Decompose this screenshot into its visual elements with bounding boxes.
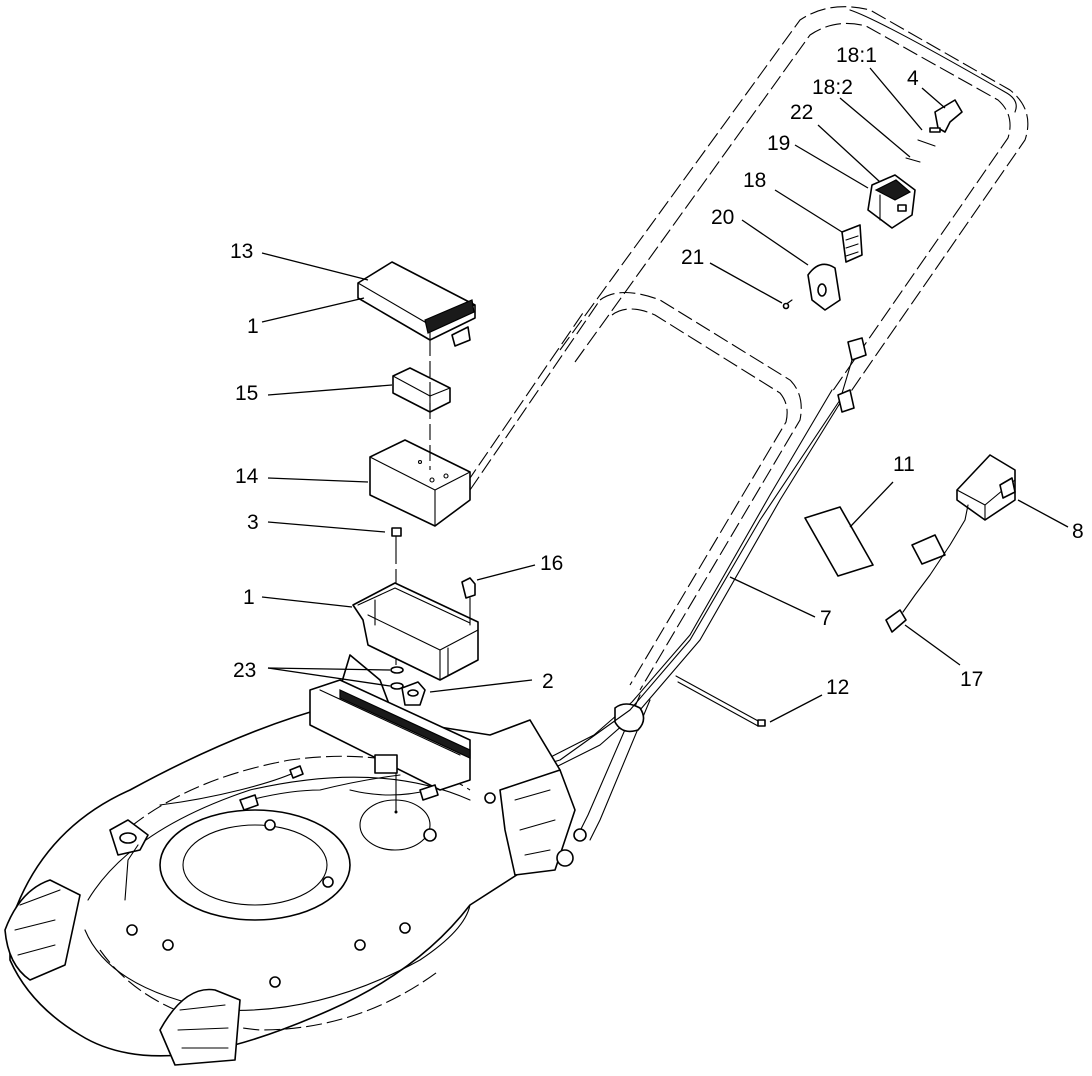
foam-pad[interactable] (392, 367, 451, 413)
callout-21: 21 (681, 246, 704, 269)
callout-16: 16 (540, 552, 563, 575)
callout-15: 15 (235, 382, 258, 405)
battery-charger[interactable] (902, 454, 1016, 613)
callout-12: 12 (826, 676, 849, 699)
callout-18-1: 18:1 (836, 44, 877, 67)
mounting-bracket[interactable] (401, 681, 426, 706)
upper-handle[interactable] (454, 6, 1029, 691)
callout-18: 18 (743, 169, 766, 192)
callout-19: 19 (767, 132, 790, 155)
callout-8: 8 (1072, 520, 1084, 543)
battery-cover[interactable] (357, 261, 476, 347)
callout-1-cover: 1 (247, 315, 259, 338)
callout-4: 4 (907, 67, 919, 90)
callout-3: 3 (247, 511, 259, 534)
battery[interactable] (369, 439, 471, 527)
switch-housing[interactable] (867, 174, 916, 229)
battery-tray[interactable] (352, 582, 479, 681)
callout-2: 2 (542, 670, 554, 693)
key[interactable] (929, 99, 963, 133)
callout-18-2: 18:2 (812, 76, 853, 99)
cable-clip (837, 389, 855, 413)
mower-deck[interactable] (4, 654, 587, 1066)
ignition-switch[interactable] (841, 224, 863, 263)
lower-handle[interactable] (534, 389, 846, 841)
callout-13: 13 (230, 240, 253, 263)
retainer-clip[interactable] (461, 577, 476, 626)
cable-tie[interactable] (675, 675, 766, 727)
callout-labels: 13 1 15 14 3 1 23 2 16 7 11 8 17 12 18:1… (230, 44, 1084, 699)
callout-7: 7 (820, 607, 832, 630)
washers[interactable] (390, 666, 404, 690)
cable-connector (847, 337, 867, 361)
decal[interactable] (804, 506, 946, 577)
callout-17: 17 (960, 668, 983, 691)
callout-20: 20 (711, 206, 734, 229)
callout-23: 23 (233, 659, 256, 682)
key-washer[interactable] (905, 157, 921, 163)
callout-14: 14 (235, 465, 259, 488)
key-spring[interactable] (917, 139, 936, 147)
callout-22: 22 (790, 101, 813, 124)
callout-11: 11 (893, 453, 915, 476)
cover-screw[interactable] (782, 299, 793, 310)
switch-cover[interactable] (807, 263, 841, 311)
charger-plug[interactable] (885, 609, 907, 633)
callout-1-tray: 1 (243, 586, 255, 609)
leader-lines (261, 67, 1069, 723)
